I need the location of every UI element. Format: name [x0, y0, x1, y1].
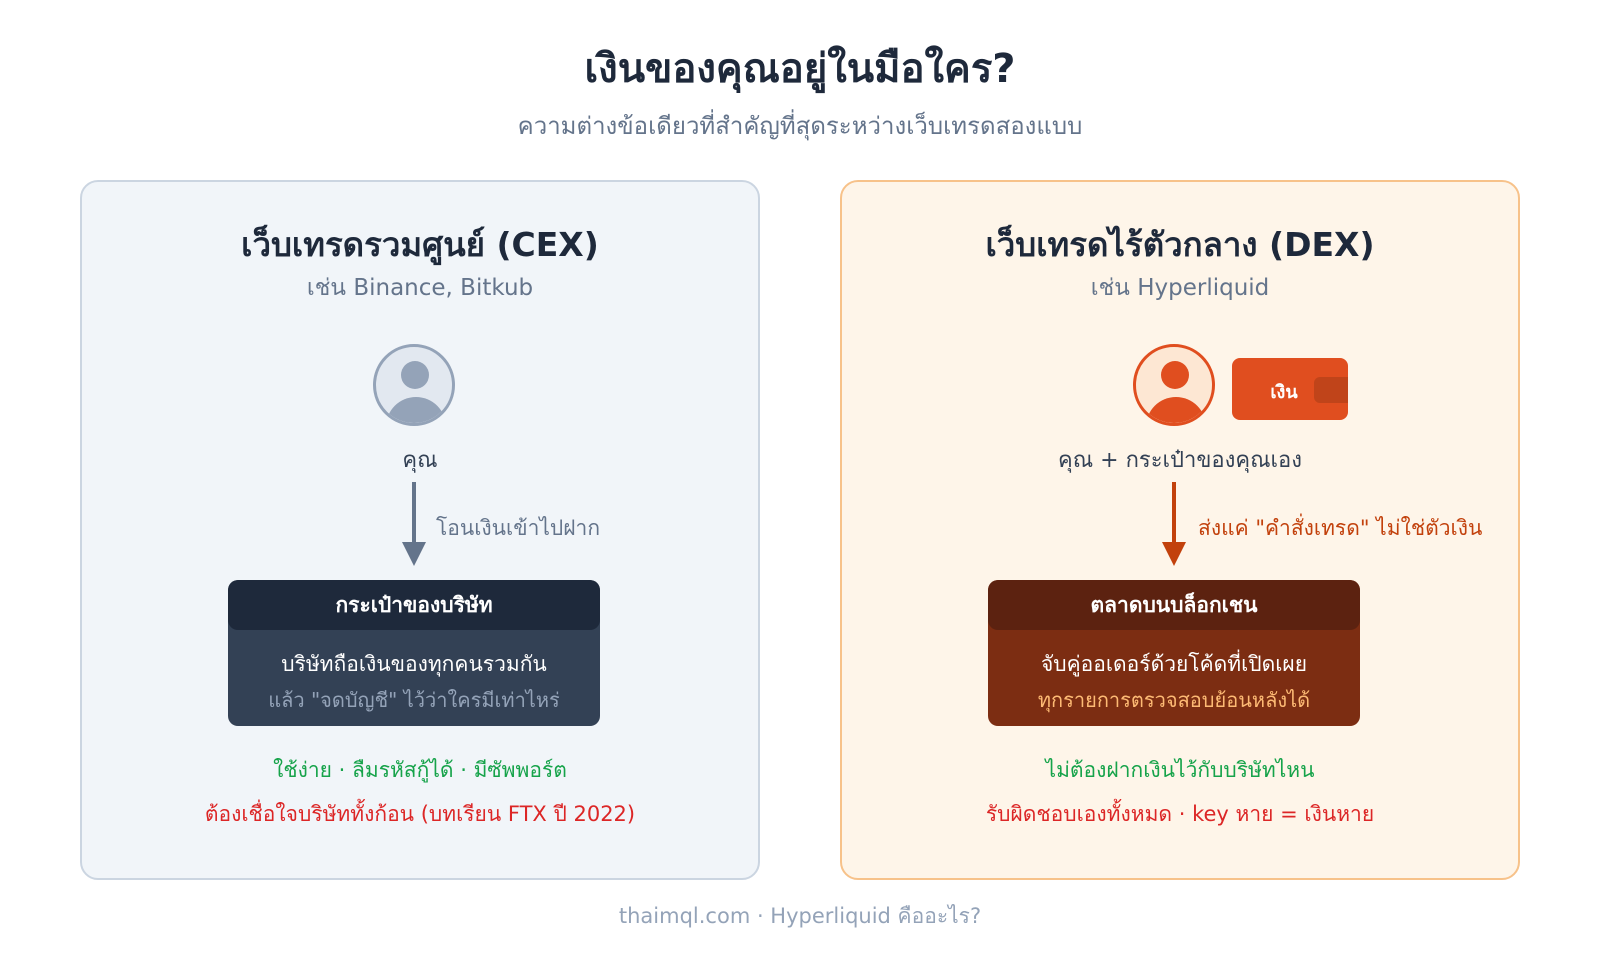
footer-credit: thaimql.com · Hyperliquid คืออะไร?: [618, 904, 982, 928]
onchain-market-desc-2: ทุกรายการตรวจสอบย้อนหลังได้: [1037, 688, 1311, 712]
wallet-label: เงิน: [1270, 382, 1298, 403]
dex-title: เว็บเทรดไร้ตัวกลาง (DEX): [985, 225, 1375, 264]
company-wallet-desc-2: แล้ว "จดบัญชี" ไว้ว่าใครมีเท่าไหร่: [268, 688, 560, 712]
dex-panel: เว็บเทรดไร้ตัวกลาง (DEX) เช่น Hyperliqui…: [840, 180, 1520, 880]
cex-panel: เว็บเทรดรวมศูนย์ (CEX) เช่น Binance, Bit…: [80, 180, 760, 880]
arrow-down-icon: [1162, 482, 1186, 566]
arrow-down-icon: [402, 482, 426, 566]
cex-user-label: คุณ: [402, 448, 438, 473]
wallet-icon: เงิน: [1232, 358, 1348, 420]
user-avatar-icon: [373, 344, 455, 426]
dex-pros: ไม่ต้องฝากเงินไว้กับบริษัทไหน: [1045, 758, 1315, 782]
cex-pros: ใช้ง่าย · ลืมรหัสกู้ได้ · มีซัพพอร์ต: [273, 758, 567, 782]
company-wallet-desc-1: บริษัทถือเงินของทุกคนรวมกัน: [281, 652, 547, 676]
cex-arrow-label: โอนเงินเข้าไปฝาก: [436, 516, 601, 540]
dex-arrow-label: ส่งแค่ "คำสั่งเทรด" ไม่ใช่ตัวเงิน: [1198, 516, 1483, 540]
onchain-market-box: ตลาดบนบล็อกเชน จับคู่ออเดอร์ด้วยโค้ดที่เ…: [988, 580, 1360, 726]
company-wallet-title: กระเป๋าของบริษัท: [228, 580, 600, 630]
onchain-market-title: ตลาดบนบล็อกเชน: [988, 580, 1360, 630]
page-subtitle: ความต่างข้อเดียวที่สำคัญที่สุดระหว่างเว็…: [517, 112, 1083, 140]
dex-user-label: คุณ + กระเป๋าของคุณเอง: [1058, 448, 1302, 473]
cex-cons: ต้องเชื่อใจบริษัททั้งก้อน (บทเรียน FTX ป…: [204, 802, 636, 826]
user-avatar-icon: [1133, 344, 1215, 426]
cex-examples: เช่น Binance, Bitkub: [306, 275, 534, 301]
dex-examples: เช่น Hyperliquid: [1090, 275, 1270, 301]
cex-title: เว็บเทรดรวมศูนย์ (CEX): [241, 225, 599, 264]
company-wallet-box: กระเป๋าของบริษัท บริษัทถือเงินของทุกคนรว…: [228, 580, 600, 726]
page-title: เงินของคุณอยู่ในมือใคร?: [584, 46, 1016, 92]
dex-cons: รับผิดชอบเองทั้งหมด · key หาย = เงินหาย: [985, 802, 1375, 826]
onchain-market-desc-1: จับคู่ออเดอร์ด้วยโค้ดที่เปิดเผย: [1040, 652, 1308, 676]
